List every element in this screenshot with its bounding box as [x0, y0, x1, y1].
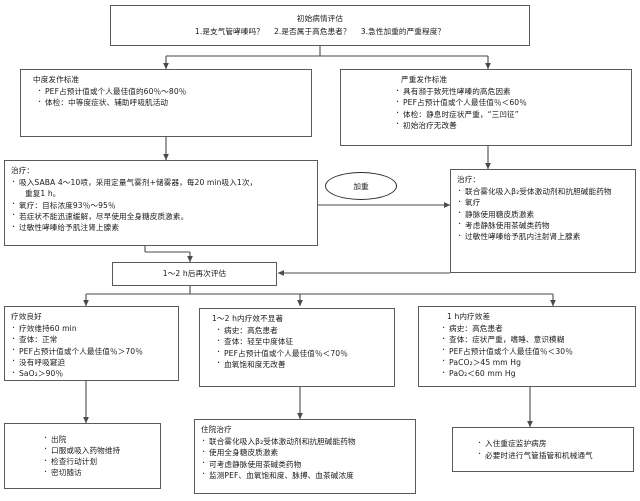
list-item: 口服或吸入药物维持 [43, 444, 154, 456]
list-item: 疗效维持60 min [11, 323, 172, 334]
node-icu[interactable]: 入住重症监护病房 必要时进行气管插管和机械通气 [452, 427, 634, 472]
list-item: 联合雾化吸入β₂受体激动剂和抗胆碱能药物 [457, 186, 629, 197]
list-item: 初始治疗无改善 [395, 119, 625, 131]
node-poor-response[interactable]: 1 h内疗效差 病史：高危患者 查体：症状严重，嗜睡、意识模糊 PEF占预计值或… [418, 306, 636, 387]
list-item-continuation: 重复1 h。 [25, 189, 61, 199]
list-item: 血氧饱和度无改善 [216, 358, 388, 370]
list-item: SaO₂＞90％ [11, 368, 172, 379]
severe-treatment-heading: 治疗： [457, 175, 481, 184]
list-item: 过敏性哮嗪给予肌注肾上腺素 [11, 222, 311, 233]
node-reassess[interactable]: 1～2 h后再次评估 [112, 262, 277, 286]
node-discharge[interactable]: 出院 口服或吸入药物维持 检查行动计划 密切随访 [4, 423, 161, 489]
inpatient-heading: 住院治疗 [201, 425, 232, 434]
good-response-list: 疗效维持60 min 查体：正常 PEF占预计值或个人最佳值％＞70％ 没有呼吸… [11, 323, 172, 379]
list-item: 静脉使用糖皮质激素 [457, 208, 629, 220]
node-severe-treatment[interactable]: 治疗： 联合雾化吸入β₂受体激动剂和抗胆碱能药物 氧疗 静脉使用糖皮质激素 考虑… [450, 169, 636, 273]
node-inpatient-treatment[interactable]: 住院治疗 联合雾化吸入β₂受体激动剂和抗胆碱能药物 使用全身糖皮质激素 可考虑静… [194, 419, 416, 494]
initial-assessment-questions: 1.是支气管哮嗪吗？ 2.是否属于高危患者？ 3.急性加重的严重程度？ [194, 26, 446, 36]
list-item: PaCO₂＞45 mm Hg [441, 356, 629, 368]
severe-criteria-heading: 严重发作标准 [401, 75, 448, 84]
list-item: 体检：中等度症状、辅助呼吸肌活动 [37, 97, 305, 108]
list-item: 病史：高危患者 [441, 323, 629, 334]
reassess-label: 1～2 h后再次评估 [162, 269, 227, 279]
list-item: 氧疗 [457, 197, 629, 208]
list-item: PEF占预计值或个人最佳值的60％～80％ [37, 86, 305, 97]
list-item: 查体：症状严重，嗜睡、意识模糊 [441, 334, 629, 345]
moderate-treatment-heading: 治疗： [11, 166, 35, 175]
list-item: 没有呼吸窘迫 [11, 356, 172, 368]
list-item: 出院 [43, 433, 154, 445]
list-item: 入住重症监护病房 [477, 438, 627, 449]
list-item: 查体：正常 [11, 334, 172, 345]
severe-criteria-list: 具有濒于致死性哮嗪的高危因素 PEF占预计值或个人最佳值％＜60％ 体检：静息时… [347, 86, 625, 131]
poor-response-list: 病史：高危患者 查体：症状严重，嗜睡、意识模糊 PEF占预计值或个人最佳值％＜3… [425, 323, 629, 379]
list-item: 氧疗：目标浓度93％～95％ [11, 199, 311, 211]
node-good-response[interactable]: 疗效良好 疗效维持60 min 查体：正常 PEF占预计值或个人最佳值％＞70％… [4, 306, 179, 381]
list-item: PaO₂＜60 mm Hg [441, 368, 629, 379]
list-item: 监测PEF、血氧饱和度、脉搏、血茶碱浓度 [201, 469, 409, 481]
list-item: 若症状不能迅速缓解，尽早使用全身糖皮质激素。 [11, 210, 311, 222]
moderate-criteria-list: PEF占预计值或个人最佳值的60％～80％ 体检：中等度症状、辅助呼吸肌活动 [27, 86, 305, 109]
list-item: 使用全身糖皮质激素 [201, 447, 409, 458]
node-worsening-decision[interactable]: 加重 [325, 172, 397, 200]
poor-response-heading: 1 h内疗效差 [447, 312, 491, 321]
node-severe-criteria[interactable]: 严重发作标准 具有濒于致死性哮嗪的高危因素 PEF占预计值或个人最佳值％＜60％… [340, 69, 632, 146]
list-item: 病史：高危患者 [216, 325, 388, 336]
list-item: 必要时进行气管插管和机械通气 [477, 449, 627, 461]
list-item: 过敏性哮嗪给予肌内注射肾上腺素 [457, 231, 629, 242]
incomplete-response-heading: 1～2 h内疗效不显著 [212, 314, 284, 323]
moderate-treatment-list: 吸入SABA 4～10喷，采用定量气雾剂+储雾器，每20 min吸入1次， 重复… [11, 177, 311, 233]
node-moderate-treatment[interactable]: 治疗： 吸入SABA 4～10喷，采用定量气雾剂+储雾器，每20 min吸入1次… [4, 160, 318, 246]
incomplete-response-list: 病史：高危患者 查体：轻至中度体征 PEF占预计值或个人最佳值％＜70％ 血氧饱… [206, 325, 388, 370]
moderate-criteria-heading: 中度发作标准 [33, 75, 80, 84]
list-item: 体检：静息时症状严重，“三凹征” [395, 108, 625, 120]
list-item: PEF占预计值或个人最佳值％＜30％ [441, 345, 629, 357]
node-initial-assessment[interactable]: 初始病情评估 1.是支气管哮嗪吗？ 2.是否属于高危患者？ 3.急性加重的严重程… [110, 5, 530, 46]
node-incomplete-response[interactable]: 1～2 h内疗效不显著 病史：高危患者 查体：轻至中度体征 PEF占预计值或个人… [199, 308, 395, 387]
discharge-list: 出院 口服或吸入药物维持 检查行动计划 密切随访 [11, 433, 154, 479]
list-item: 考虑静脉使用茶碱类药物 [457, 219, 629, 231]
list-item: 可考虑静脉使用茶碱类药物 [201, 458, 409, 470]
initial-assessment-heading: 初始病情评估 [296, 14, 344, 24]
list-item: 具有濒于致死性哮嗪的高危因素 [395, 86, 625, 97]
good-response-heading: 疗效良好 [11, 312, 42, 321]
list-item: PEF占预计值或个人最佳值％＜70％ [216, 347, 388, 359]
list-item: 吸入SABA 4～10喷，采用定量气雾剂+储雾器，每20 min吸入1次， [11, 177, 311, 188]
list-item: PEF占预计值或个人最佳值％＞70％ [11, 345, 172, 357]
node-moderate-criteria[interactable]: 中度发作标准 PEF占预计值或个人最佳值的60％～80％ 体检：中等度症状、辅助… [20, 69, 312, 137]
list-item: PEF占预计值或个人最佳值％＜60％ [395, 97, 625, 108]
inpatient-list: 联合雾化吸入β₂受体激动剂和抗胆碱能药物 使用全身糖皮质激素 可考虑静脉使用茶碱… [201, 436, 409, 481]
severe-treatment-list: 联合雾化吸入β₂受体激动剂和抗胆碱能药物 氧疗 静脉使用糖皮质激素 考虑静脉使用… [457, 186, 629, 242]
icu-list: 入住重症监护病房 必要时进行气管插管和机械通气 [459, 438, 627, 461]
list-item: 联合雾化吸入β₂受体激动剂和抗胆碱能药物 [201, 436, 409, 447]
list-item: 查体：轻至中度体征 [216, 336, 388, 347]
worsening-label: 加重 [353, 181, 369, 191]
list-item: 检查行动计划 [43, 455, 154, 467]
list-item: 密切随访 [43, 467, 154, 478]
